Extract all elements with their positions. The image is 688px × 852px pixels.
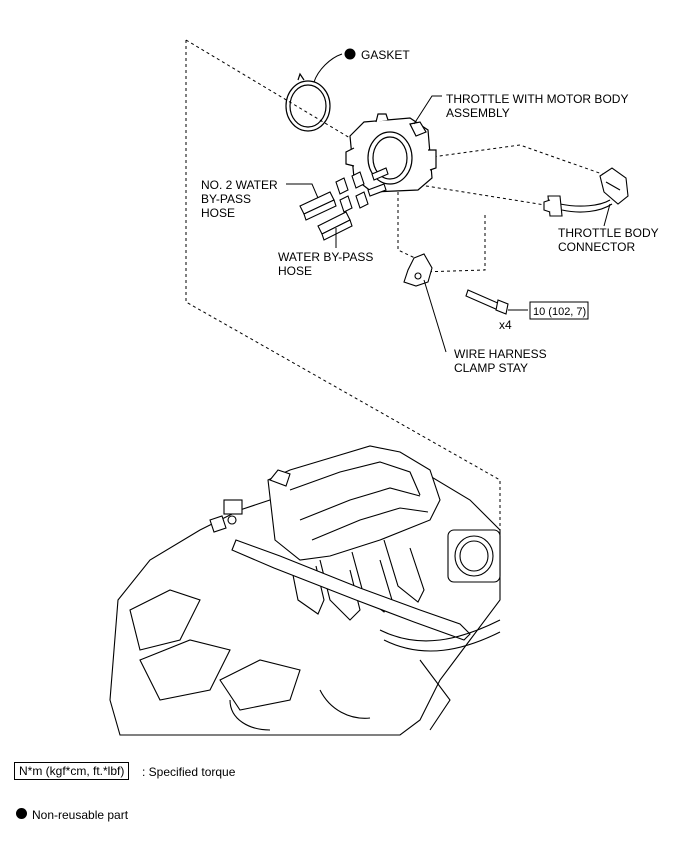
no2-water-bypass-hose-part [299,191,337,221]
bolt-part [465,289,509,315]
clamp-label-line2: CLAMP STAY [454,361,528,375]
connector-label-line1: THROTTLE BODY [558,226,659,240]
clamp-label-line1: WIRE HARNESS [454,347,547,361]
nonreusable-legend-desc: Non-reusable part [32,808,129,822]
wbp-label-line1: WATER BY-PASS [278,250,373,264]
clamp-leader [423,279,447,353]
gasket-label: GASKET [361,48,410,62]
gasket-part [285,72,331,132]
bolt-quantity: x4 [499,318,512,332]
throttle-label-line1: THROTTLE WITH MOTOR BODY [446,92,628,106]
throttle-leader [413,95,442,125]
engine-illustration [109,445,501,736]
no2-leader [286,183,319,199]
wbp-label-line2: HOSE [278,264,312,278]
no2-label-line3: HOSE [201,206,235,220]
dashed-assembly-outline [185,39,606,560]
wire-harness-clamp-stay-part [403,253,433,287]
connector-label-line2: CONNECTOR [558,240,635,254]
no2-label-line1: NO. 2 WATER [201,178,278,192]
torque-value: 10 (102, 7) [533,306,586,318]
throttle-body-connector-part [543,167,629,217]
torque-legend-desc: : Specified torque [142,765,236,779]
torque-legend-box: N*m (kgf*cm, ft.*lbf) [14,762,130,780]
connector-leader [603,203,611,227]
torque-box [529,301,589,320]
no2-label-line2: BY-PASS [201,192,251,206]
hose-clamps [335,167,389,213]
gasket-nonreusable-dot [344,48,356,60]
throttle-label-line2: ASSEMBLY [446,106,510,120]
gasket-leader [313,53,343,83]
filled-circle-icon [16,808,27,819]
water-bypass-hose-part [317,211,353,241]
